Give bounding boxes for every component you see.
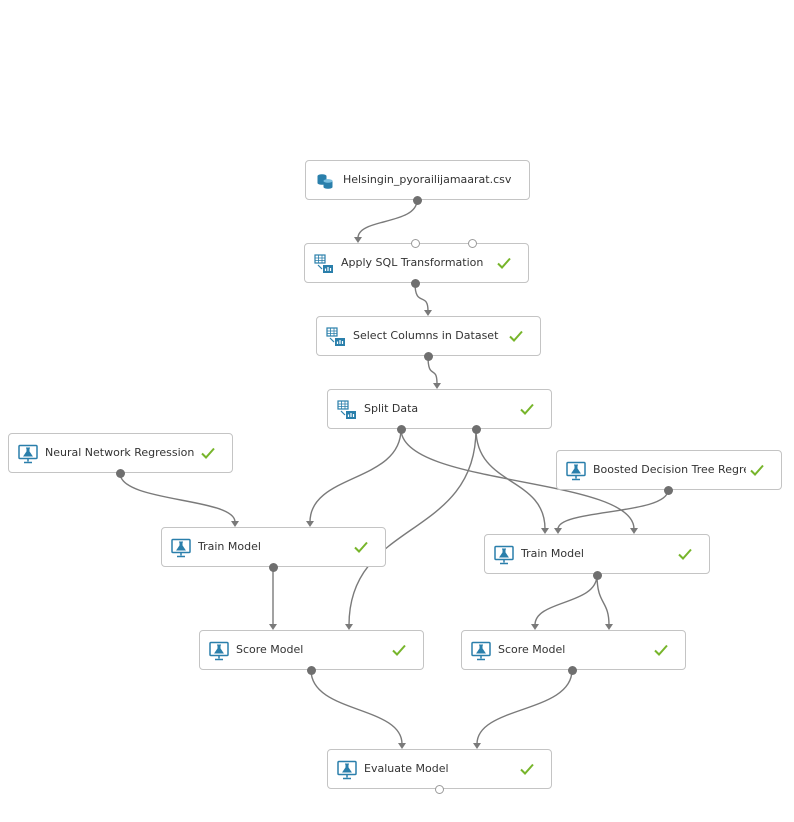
connection-train2-to-score2b[interactable] — [596, 574, 610, 626]
module-label: Boosted Decision Tree Regre... — [593, 463, 746, 476]
model-flask-icon — [494, 545, 514, 565]
table-transform-icon — [326, 327, 345, 346]
checkmark-icon — [520, 403, 534, 415]
module-evaluate-model[interactable]: Evaluate Model — [327, 749, 552, 789]
checkmark-icon — [750, 464, 764, 476]
output-port[interactable] — [115, 468, 125, 478]
module-label: Neural Network Regression — [45, 446, 195, 459]
module-select-columns-in-dataset[interactable]: Select Columns in Dataset — [316, 316, 541, 356]
arrowhead-icon — [531, 624, 539, 630]
module-train-model-2[interactable]: Train Model — [484, 534, 710, 574]
checkmark-icon — [654, 644, 668, 656]
module-train-model-1[interactable]: Train Model — [161, 527, 386, 567]
connection-csv-to-sql[interactable] — [357, 199, 418, 239]
module-apply-sql-transformation[interactable]: Apply SQL Transformation — [304, 243, 529, 283]
table-transform-icon — [337, 400, 356, 419]
checkmark-icon — [520, 763, 534, 775]
input-port[interactable] — [467, 238, 477, 248]
connection-split-to-train2[interactable] — [400, 428, 635, 530]
checkmark-icon — [354, 541, 368, 553]
output-port[interactable] — [396, 424, 406, 434]
module-split-data[interactable]: Split Data — [327, 389, 552, 429]
arrowhead-icon — [231, 521, 239, 527]
output-port[interactable] — [567, 665, 577, 675]
output-port[interactable] — [268, 562, 278, 572]
module-label: Score Model — [236, 643, 304, 656]
checkmark-icon — [392, 644, 406, 656]
module-label: Score Model — [498, 643, 566, 656]
module-label: Train Model — [521, 547, 584, 560]
arrowhead-icon — [541, 528, 549, 534]
connection-split-to-score1[interactable] — [348, 428, 477, 626]
module-label: Split Data — [364, 402, 419, 415]
module-label: Apply SQL Transformation — [341, 256, 484, 269]
checkmark-icon — [509, 330, 523, 342]
output-port[interactable] — [423, 351, 433, 361]
module-label: Evaluate Model — [364, 762, 449, 775]
module-score-model-2[interactable]: Score Model — [461, 630, 686, 670]
model-flask-icon — [337, 760, 357, 780]
output-port[interactable] — [592, 570, 602, 580]
arrowhead-icon — [554, 528, 562, 534]
arrowhead-icon — [345, 624, 353, 630]
arrowhead-icon — [630, 528, 638, 534]
module-neural-network-regression[interactable]: Neural Network Regression — [8, 433, 233, 473]
model-flask-icon — [566, 461, 586, 481]
output-port[interactable] — [663, 485, 673, 495]
connection-split-to-train1[interactable] — [309, 428, 402, 523]
model-flask-icon — [209, 641, 229, 661]
module-label: Select Columns in Dataset — [353, 329, 499, 342]
input-port[interactable] — [410, 238, 420, 248]
connection-bdt-to-train2[interactable] — [557, 489, 669, 530]
arrowhead-icon — [424, 310, 432, 316]
connection-select-to-split[interactable] — [427, 355, 438, 385]
connection-nnr-to-train1[interactable] — [119, 472, 236, 523]
model-flask-icon — [471, 641, 491, 661]
output-port[interactable] — [412, 195, 422, 205]
arrowhead-icon — [269, 624, 277, 630]
checkmark-icon — [497, 257, 511, 269]
module-label: Train Model — [198, 540, 261, 553]
output-port[interactable] — [306, 665, 316, 675]
input-port[interactable] — [434, 784, 444, 794]
checkmark-icon — [201, 447, 215, 459]
dataset-icon — [317, 174, 333, 189]
checkmark-icon — [678, 548, 692, 560]
module-score-model-1[interactable]: Score Model — [199, 630, 424, 670]
model-flask-icon — [18, 444, 38, 464]
output-port[interactable] — [471, 424, 481, 434]
module-boosted-decision-tree-regression[interactable]: Boosted Decision Tree Regre... — [556, 450, 782, 490]
arrowhead-icon — [306, 521, 314, 527]
model-flask-icon — [171, 538, 191, 558]
table-transform-icon — [314, 254, 333, 273]
connection-score1-to-eval[interactable] — [310, 669, 403, 745]
arrowhead-icon — [398, 743, 406, 749]
output-port[interactable] — [410, 278, 420, 288]
arrowhead-icon — [473, 743, 481, 749]
arrowhead-icon — [433, 383, 441, 389]
arrowhead-icon — [354, 237, 362, 243]
connection-train2-to-score2a[interactable] — [534, 574, 598, 626]
connection-score2-to-eval[interactable] — [476, 669, 573, 745]
module-label: Helsingin_pyorailijamaarat.csv — [343, 173, 512, 186]
connection-split-to-score2[interactable] — [475, 428, 546, 530]
connection-sql-to-select[interactable] — [414, 282, 429, 312]
arrowhead-icon — [605, 624, 613, 630]
module-helsingin-csv[interactable]: Helsingin_pyorailijamaarat.csv — [305, 160, 530, 200]
